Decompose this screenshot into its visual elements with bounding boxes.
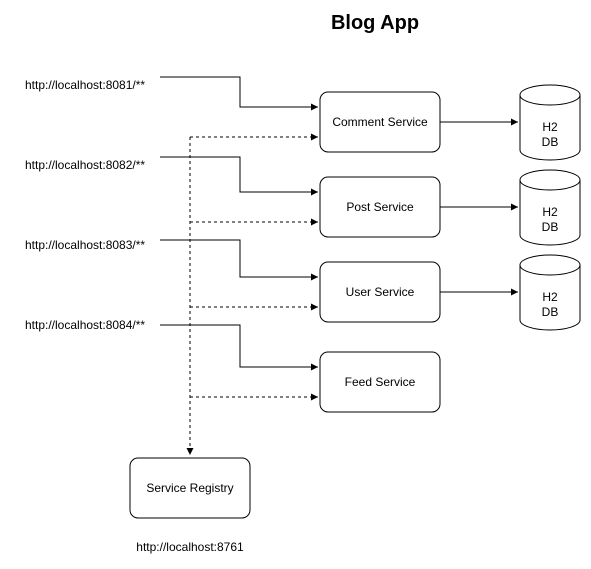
feed-service-label: Feed Service: [345, 375, 416, 389]
user-service-label: User Service: [346, 285, 415, 299]
service-registry-node: Service Registry: [129, 457, 251, 519]
route-label-8081: http://localhost:8081/**: [25, 78, 145, 92]
feed-service-node: Feed Service: [319, 351, 441, 413]
db-label-line2: DB: [542, 305, 559, 319]
service-registry-url: http://localhost:8761: [136, 540, 244, 554]
comment-service-node: Comment Service: [319, 91, 441, 153]
db-label-line1: H2: [542, 290, 558, 304]
route-arrow-post: [160, 156, 318, 196]
post-service-node: Post Service: [319, 176, 441, 238]
route-label-8084: http://localhost:8084/**: [25, 318, 145, 332]
route-arrow-user: [160, 239, 318, 281]
db-label-line2: DB: [542, 135, 559, 149]
db-label-line1: H2: [542, 205, 558, 219]
route-label-8083: http://localhost:8083/**: [25, 238, 145, 252]
comment-service-label: Comment Service: [332, 115, 428, 129]
route-arrow-comment: [160, 76, 318, 111]
post-db-cylinder: H2 DB: [519, 169, 581, 246]
comment-db-cylinder: H2 DB: [519, 84, 581, 161]
user-db-cylinder: H2 DB: [519, 254, 581, 331]
route-arrow-feed: [160, 324, 318, 371]
db-label-line2: DB: [542, 220, 559, 234]
service-registry-label: Service Registry: [146, 481, 233, 495]
user-service-node: User Service: [319, 261, 441, 323]
db-label-line1: H2: [542, 120, 558, 134]
diagram-title: Blog App: [331, 12, 419, 34]
route-label-8082: http://localhost:8082/**: [25, 158, 145, 172]
post-service-label: Post Service: [346, 200, 414, 214]
